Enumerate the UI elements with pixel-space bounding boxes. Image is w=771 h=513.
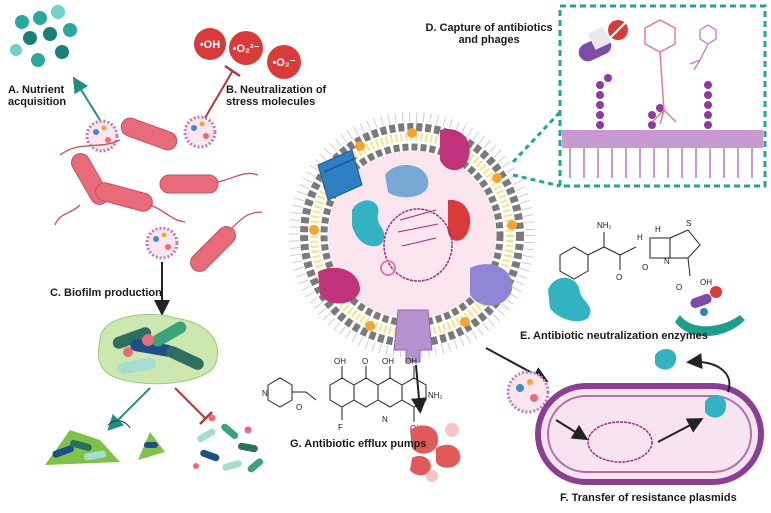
- released-enzyme-icon: [655, 348, 677, 370]
- chem-oh-3: OH: [405, 357, 417, 366]
- hand-with-pills-icon: [675, 286, 745, 337]
- efflux-pump: [393, 309, 433, 363]
- chem-o-1: O: [362, 357, 368, 366]
- chem-o-lactam: O: [642, 263, 648, 272]
- chem-n: N: [664, 257, 670, 266]
- lps-chains: [596, 74, 712, 129]
- chem-nh2-amide: NH₂: [428, 391, 443, 400]
- plasmid-entry-arrow: [555, 419, 589, 441]
- zoom-connector: [511, 110, 562, 188]
- chem-n-pyrrolidine: N: [262, 389, 268, 398]
- peroxide-radical: [229, 31, 263, 65]
- stress-radicals: •OH •O₂²⁻ •O₂⁻: [194, 28, 301, 79]
- small-vesicle-a: [85, 119, 119, 153]
- nutrient-particles: [10, 5, 77, 67]
- penicillin-structure: [559, 229, 701, 280]
- enzyme-export-arrow: [657, 418, 704, 443]
- chem-oh-1: OH: [334, 357, 346, 366]
- label-c-biofilm-production: C. Biofilm production: [50, 287, 162, 299]
- recipient-cell: [535, 383, 764, 485]
- tetracycline-structure: [267, 366, 427, 422]
- chem-o-acid: O: [676, 283, 682, 292]
- chem-oh-acid: OH: [700, 278, 712, 287]
- antibiotic-pill-icon: [608, 20, 628, 40]
- expelled-antibiotics: [410, 423, 461, 482]
- zoom-membrane: [562, 130, 763, 178]
- phage-icon-small: [689, 24, 717, 71]
- recipient-vesicle: [506, 370, 550, 414]
- small-vesicle-c: [145, 226, 179, 260]
- superoxide-radical: [267, 45, 301, 79]
- inhibition-arrow-c: [174, 387, 213, 425]
- chem-o-carbonyl: O: [616, 273, 622, 282]
- membrane-proteins: [317, 129, 513, 306]
- small-vesicle-b: [183, 115, 217, 149]
- vesicle-cargo: [352, 164, 471, 282]
- label-e-enzymes: E. Antibiotic neutralization enzymes: [520, 330, 708, 342]
- chem-s: S: [686, 219, 691, 228]
- exported-enzyme-icon: [705, 394, 727, 418]
- label-f-plasmids: F. Transfer of resistance plasmids: [560, 492, 737, 504]
- scattered-bacteria: [193, 414, 264, 473]
- label-d-capture: D. Capture of antibiotics and phages: [425, 22, 553, 46]
- chem-oh-2: OH: [382, 357, 394, 366]
- chem-nh: H: [637, 233, 643, 242]
- dispersal-arrow: [107, 387, 151, 431]
- label-a-nutrient-acquisition: A. Nutrient acquisition: [8, 84, 67, 108]
- antibiotic-capsule-icon: [578, 26, 612, 62]
- biofilm: [97, 313, 219, 385]
- bacteria-cluster: [54, 117, 263, 272]
- chem-nh2: NH₂: [597, 221, 612, 230]
- chem-h: H: [655, 225, 661, 234]
- phage-icon-large: [644, 19, 677, 125]
- superoxide-radical-label: •O₂⁻: [272, 57, 295, 69]
- label-g-efflux: G. Antibiotic efflux pumps: [290, 438, 427, 450]
- enzyme-release-arrow: [686, 353, 731, 393]
- peroxide-radical-label: •O₂²⁻: [233, 43, 260, 55]
- chem-o-amide: O: [296, 403, 302, 412]
- central-vesicle: [289, 112, 535, 358]
- chem-f: F: [338, 423, 343, 432]
- efflux-arrow: [410, 364, 427, 414]
- label-b-stress-neutralization: B. Neutralization of stress molecules: [226, 84, 327, 108]
- hydroxyl-radical: [194, 28, 226, 60]
- nutrient-arrow: [72, 76, 101, 121]
- chem-n-dimethyl: N: [382, 415, 388, 424]
- enzyme-icon: [548, 277, 591, 322]
- hydroxyl-radical-label: •OH: [200, 39, 220, 51]
- inhibition-arrow-b: [204, 64, 241, 119]
- dispersed-biofilm: [45, 420, 165, 465]
